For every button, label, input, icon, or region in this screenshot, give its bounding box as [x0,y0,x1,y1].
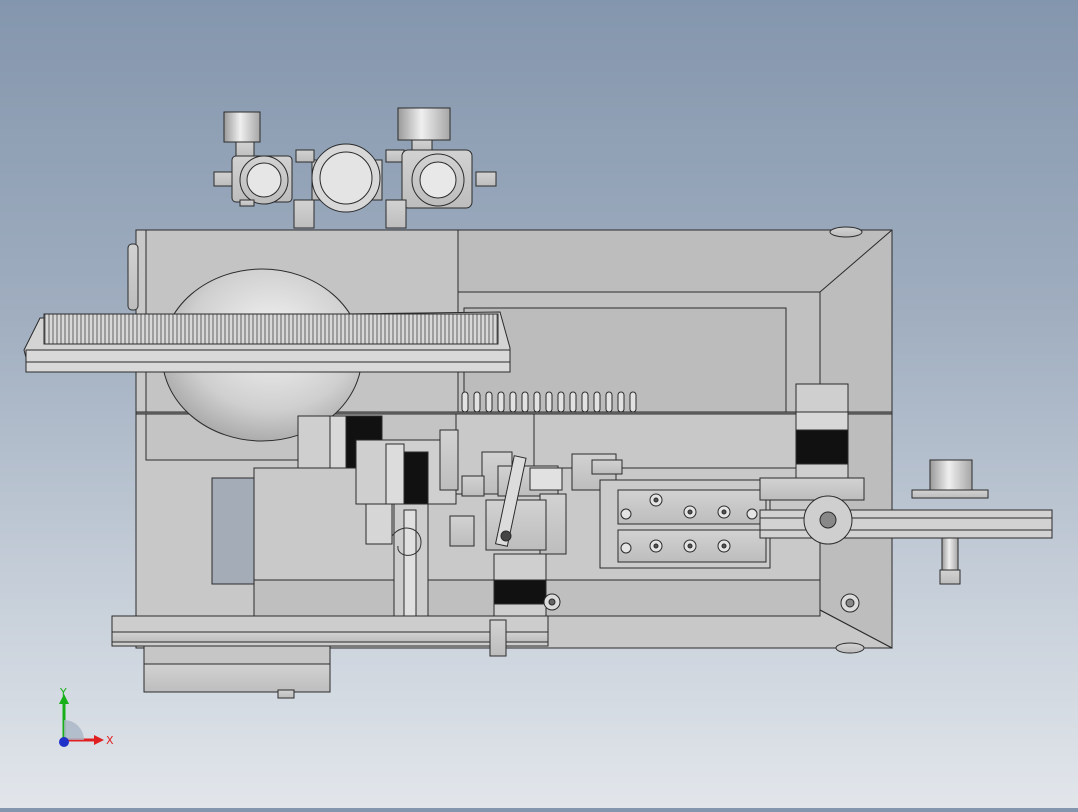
stepper-motor-center [355,439,457,505]
bottom-base-plate [111,593,561,699]
coordinate-triad: Y X [48,682,128,762]
pneumatic-regulator-group [213,107,497,229]
z-axis-dot [59,737,69,747]
frame-window [211,477,255,585]
pressure-gauge-left [223,111,261,143]
x-axis-label: X [106,734,114,747]
vent-slots [461,391,637,413]
y-axis-label: Y [59,686,67,699]
x-axis-arrowhead [94,735,104,745]
y-axis-arrowhead [59,694,69,704]
pulley-belt-drive [759,459,1053,585]
pressure-gauge-right [397,107,451,141]
center-mechanism [439,413,623,555]
drive-rail-assembly [599,477,865,569]
heat-sink-bar [23,311,511,373]
stepper-motor-right [795,383,849,481]
triad-arc [64,720,84,740]
